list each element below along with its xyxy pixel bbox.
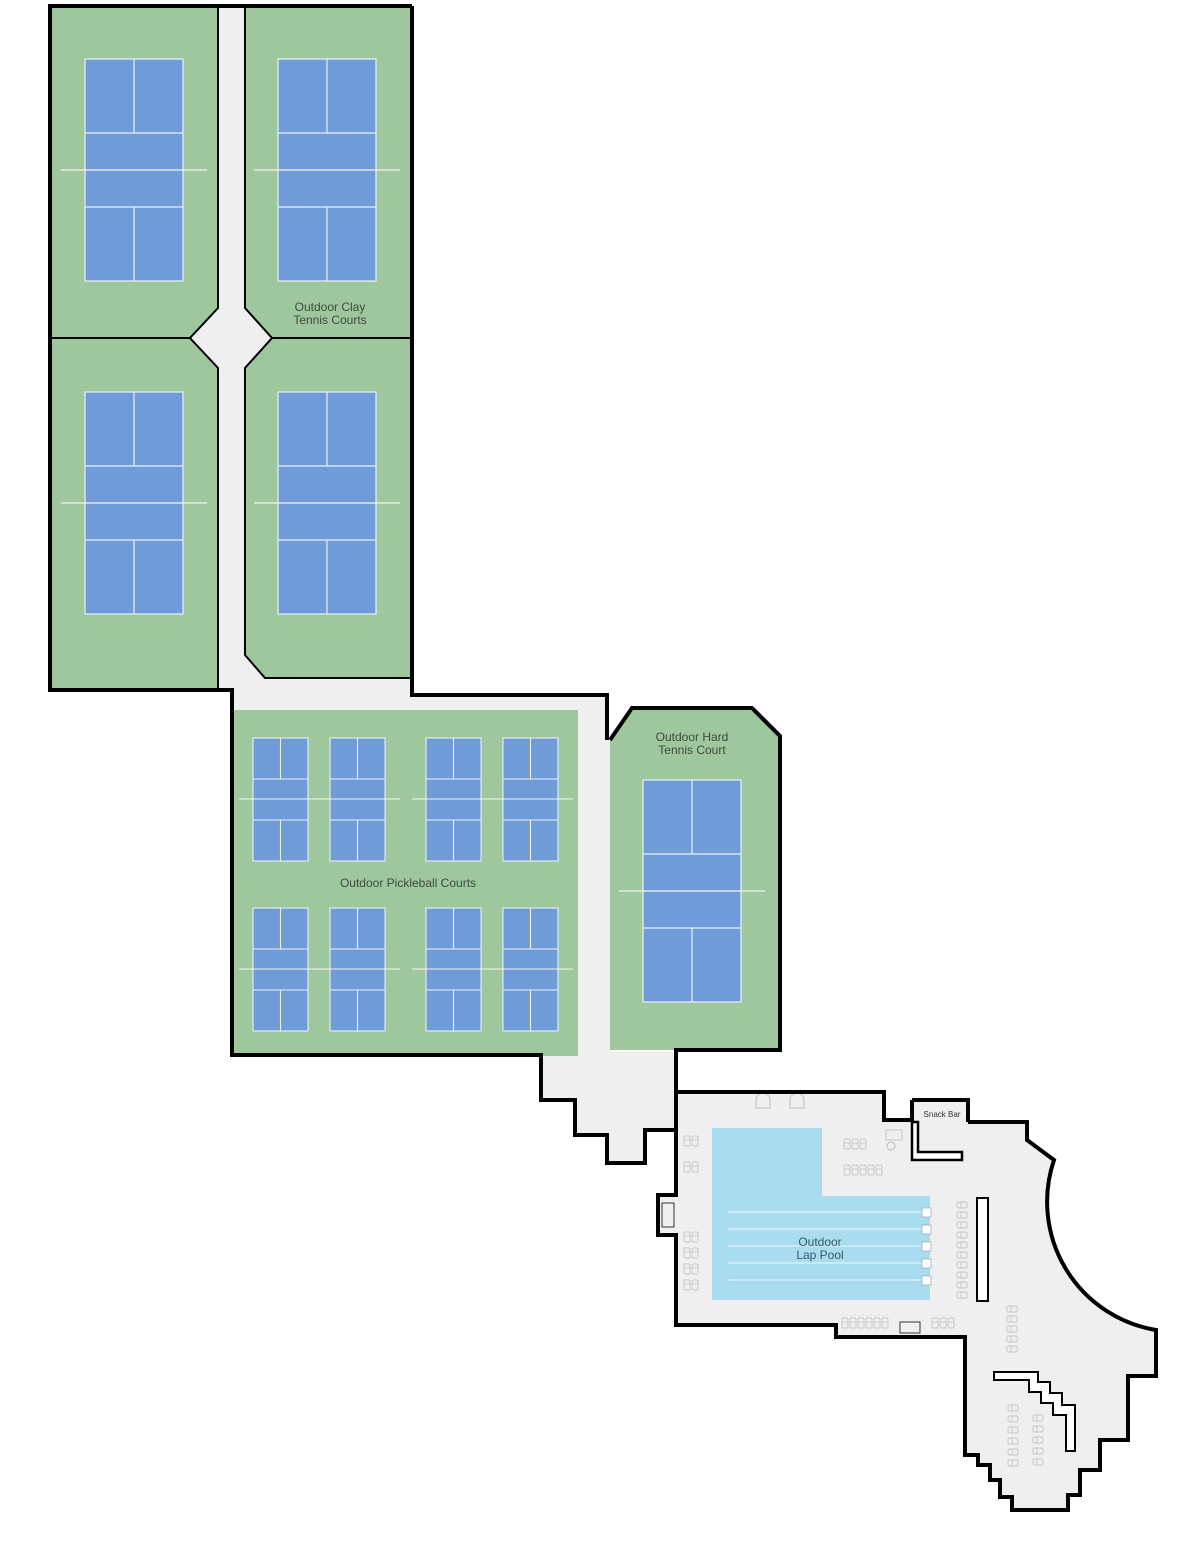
pool-label-line2: Lap Pool <box>796 1248 844 1262</box>
snack-bar-label: Snack Bar <box>924 1110 961 1119</box>
pickleball-label: Outdoor Pickleball Courts <box>340 877 476 890</box>
hard-label-line2: Tennis Court <box>658 743 726 757</box>
pool-label-line1: Outdoor <box>798 1235 842 1249</box>
lap-pool <box>712 1128 930 1300</box>
clay-label-line2: Tennis Courts <box>293 313 367 327</box>
pool-furniture <box>661 1092 1076 1467</box>
pickleball-label-text: Outdoor Pickleball Courts <box>339 876 477 890</box>
hard-label-line1: Outdoor Hard <box>655 730 729 744</box>
snack-bar-label-text: Snack Bar <box>923 1110 961 1119</box>
facility-outline <box>48 4 1158 1512</box>
snack-bar <box>910 1098 970 1162</box>
hard-tennis-label: Outdoor Hard Tennis Court <box>656 731 729 757</box>
pool-deck <box>658 1092 1156 1510</box>
clay-label-line1: Outdoor Clay <box>294 300 366 314</box>
lap-pool-label: Outdoor Lap Pool <box>796 1236 843 1262</box>
clay-tennis-label: Outdoor Clay Tennis Courts <box>293 301 366 327</box>
